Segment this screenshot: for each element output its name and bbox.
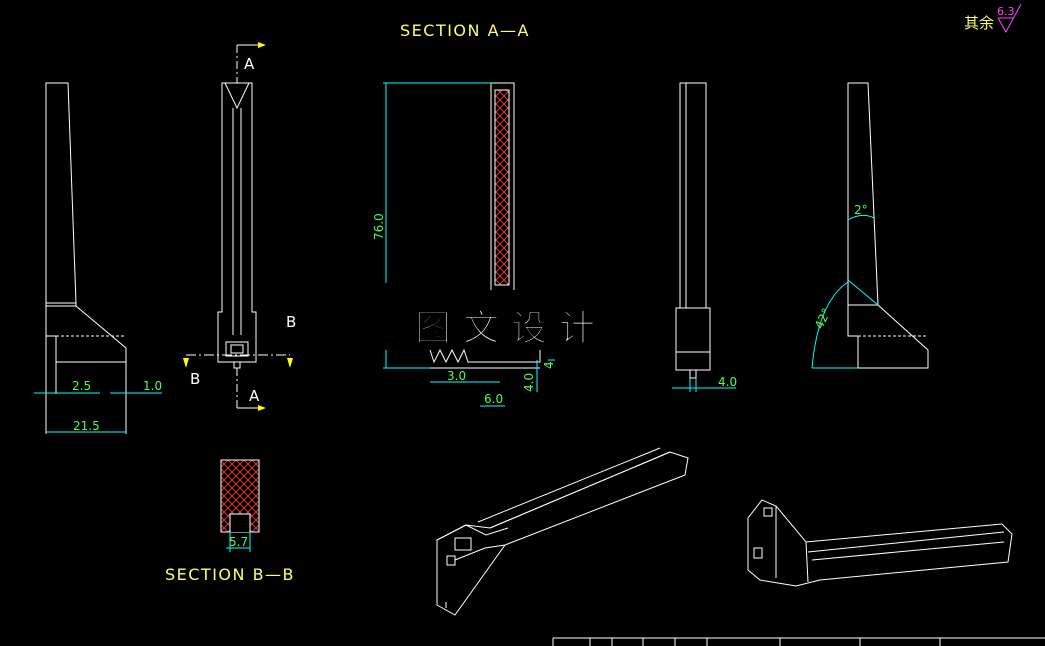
side-view-right — [847, 82, 929, 369]
dim-angle-2: 2° — [854, 203, 868, 217]
dim-4-small: 4 — [542, 361, 556, 369]
roughness-symbol-icon — [997, 3, 1022, 34]
cut-arrows — [183, 42, 293, 411]
cut-label-b-left: B — [190, 370, 200, 388]
surface-value: 6.3 — [997, 5, 1015, 18]
side-view-left — [45, 82, 127, 434]
rear-view-dims — [672, 378, 736, 392]
section-aa-title: SECTION A—A — [400, 21, 530, 40]
side-view-left-dims — [34, 392, 162, 433]
dim-6-0: 6.0 — [484, 392, 503, 406]
cut-label-a-bottom: A — [249, 387, 260, 405]
dim-1-0: 1.0 — [143, 379, 162, 393]
cut-label-a-top: A — [244, 55, 255, 73]
rear-view — [675, 82, 711, 379]
section-bb-view — [220, 459, 260, 533]
isometric-view-2 — [747, 499, 1013, 587]
section-aa-view — [429, 82, 541, 369]
front-view — [217, 82, 257, 369]
section-aa-dims — [383, 82, 555, 407]
dim-4-0-side: 4.0 — [718, 375, 737, 389]
section-bb-title: SECTION B—B — [165, 565, 295, 584]
dim-76-0: 76.0 — [372, 213, 386, 240]
cut-label-b-right: B — [286, 313, 296, 331]
dim-2-5: 2.5 — [72, 379, 91, 393]
dim-21-5: 21.5 — [73, 419, 100, 433]
isometric-view-1 — [436, 447, 689, 616]
dim-4-0-section: 4.0 — [522, 373, 536, 392]
side-view-right-dims — [811, 214, 879, 369]
dim-angle-42: 42° — [812, 306, 834, 331]
dim-5-7: 5.7 — [229, 535, 248, 549]
dim-3-0: 3.0 — [447, 369, 466, 383]
surface-note: 其余 — [964, 14, 994, 32]
watermark: 图文设计 — [415, 308, 607, 349]
title-block — [552, 637, 1045, 646]
section-bb-dims — [226, 532, 251, 552]
